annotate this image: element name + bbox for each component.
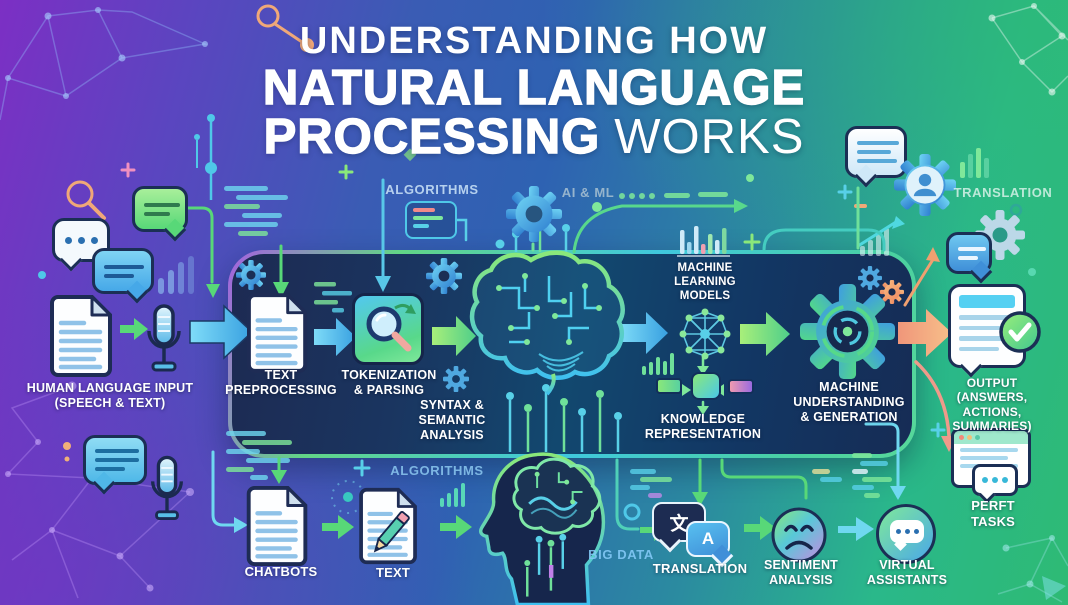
speech-bubble-gear-icon <box>946 232 993 284</box>
pipeline-panel-surface <box>232 254 912 454</box>
person-gear-icon <box>894 154 956 216</box>
code-lines-decoration <box>224 186 892 498</box>
gear-icon <box>506 186 562 242</box>
label-syntax-semantic-analysis: SYNTAX & SEMANTIC ANALYSIS <box>418 398 486 442</box>
knowledge-node-icon <box>656 378 682 394</box>
label-ai-ml: AI & ML <box>561 185 615 200</box>
chatbots-document-icon <box>246 484 310 568</box>
label-sentiment-analysis: SENTIMENT ANALYSIS <box>763 558 839 587</box>
algorithm-list-icon <box>405 201 457 239</box>
label-text: TEXT <box>375 565 411 580</box>
gear-icon <box>880 280 904 304</box>
label-perform-tasks: PERFT TASKS <box>970 498 1016 529</box>
document-check-icon <box>948 284 1026 378</box>
check-circle-icon <box>999 311 1041 353</box>
assistant-bubble-icon <box>876 504 936 564</box>
speech-bubble-icon <box>845 126 907 188</box>
title-line-3-light: WORKS <box>614 110 805 164</box>
magnifier-icon <box>352 293 424 365</box>
text-bars-icon <box>440 483 465 507</box>
label-translation-top: TRANSLATION <box>953 185 1053 200</box>
constellation-top-left <box>0 9 208 121</box>
bubble-dots <box>64 236 98 244</box>
translation-a-bubble-icon: A <box>686 521 734 568</box>
mini-speech-bubble-icon <box>972 464 1018 504</box>
label-knowledge-representation: KNOWLEDGE REPRESENTATION <box>644 412 762 441</box>
speech-bubble-icon <box>83 435 147 495</box>
bar-chart-icon <box>677 226 730 257</box>
knowledge-bars-icon <box>642 353 674 375</box>
translation-a-glyph: A <box>701 529 715 548</box>
head-circuit-icon <box>478 452 606 605</box>
label-text-preprocessing: TEXT PREPROCESSING <box>225 368 337 397</box>
gear-icon <box>236 260 266 290</box>
speech-bubble-blue-icon <box>92 248 154 304</box>
label-machine-understanding-generation: MACHINE UNDERSTANDING & GENERATION <box>793 380 905 424</box>
label-algorithms-bottom: ALGORITHMS <box>390 463 484 478</box>
gear-icon <box>858 266 882 290</box>
pipeline-panel <box>228 250 916 458</box>
label-translation-bottom: TRANSLATION <box>652 561 748 576</box>
knowledge-node-icon <box>728 379 754 394</box>
microphone-icon <box>147 304 181 372</box>
speech-bubble-green-icon <box>132 186 188 242</box>
gear-icon <box>443 366 469 392</box>
label-human-language-input: HUMAN LANGUAGE INPUT (SPEECH & TEXT) <box>26 381 194 410</box>
title-line-2: NATURAL LANGUAGE <box>262 60 806 115</box>
gear-icon <box>975 210 1025 260</box>
label-virtual-assistants: VIRTUAL ASSISTANTS <box>866 558 948 587</box>
label-output: OUTPUT (ANSWERS, ACTIONS, SUMMARIES) <box>952 376 1032 434</box>
growth-chart-icon <box>857 216 905 256</box>
microphone-icon <box>151 455 183 521</box>
label-big-data: BIG DATA <box>588 547 654 562</box>
brain-circuit-icon <box>469 250 625 396</box>
molecule-decoration <box>66 4 314 220</box>
gear-icon <box>426 258 462 294</box>
translation-zh-glyph: 文 <box>669 513 689 535</box>
neural-network-icon <box>679 308 731 360</box>
preprocessing-document-icon <box>247 291 309 375</box>
label-algorithms-top: ALGORITHMS <box>385 182 479 197</box>
label-chatbots: CHATBOTS <box>244 564 318 579</box>
text-document-icon <box>356 486 422 566</box>
sad-face-icon <box>771 507 827 563</box>
knowledge-node-icon <box>691 372 721 400</box>
translation-bubbles-icon: 文 <box>652 502 706 553</box>
document-icon <box>50 290 114 382</box>
label-machine-learning-models: MACHINE LEARNING MODELS <box>674 262 736 302</box>
label-tokenization-parsing: TOKENIZATION & PARSING <box>341 368 437 397</box>
title-line-1: UNDERSTANDING HOW <box>299 20 769 62</box>
green-bars-icon <box>960 148 989 178</box>
big-gear-icon <box>800 284 895 379</box>
title-line-3-bold: PROCESSING <box>263 109 601 164</box>
